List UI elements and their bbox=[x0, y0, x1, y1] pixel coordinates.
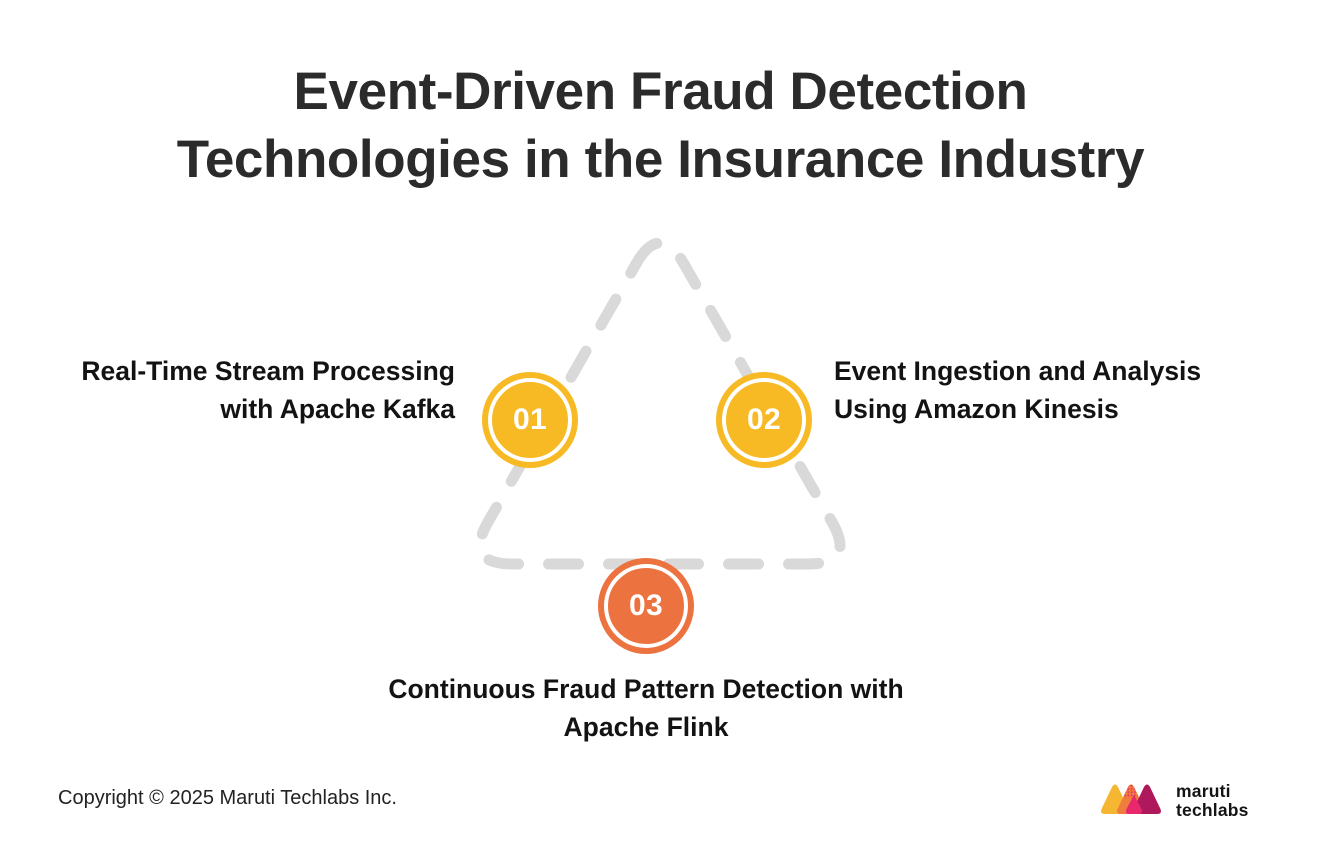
brand-logo: maruti techlabs bbox=[1098, 779, 1270, 823]
title-line-1: Event-Driven Fraud Detection bbox=[293, 62, 1028, 121]
title-line-2: Technologies in the Insurance Industry bbox=[176, 130, 1145, 189]
logo-word-line-2: techlabs bbox=[1176, 800, 1249, 820]
step-number-01: 01 bbox=[513, 403, 547, 436]
step-label-02: Event Ingestion and Analysis Using Amazo… bbox=[834, 356, 1202, 424]
step-number-03: 03 bbox=[629, 589, 663, 622]
node-inner-ring-icon bbox=[722, 378, 806, 462]
step-number-02: 02 bbox=[747, 403, 781, 436]
logo-wordmark: maruti techlabs bbox=[1176, 782, 1249, 820]
process-diagram: 01 02 03 Real-Time Stream Processing wit… bbox=[0, 210, 1321, 770]
page-title: Event-Driven Fraud Detection Technologie… bbox=[0, 58, 1321, 194]
step-node-01[interactable]: 01 bbox=[482, 372, 578, 468]
node-inner-ring-icon bbox=[488, 378, 572, 462]
copyright-text: Copyright © 2025 Maruti Techlabs Inc. bbox=[58, 787, 397, 809]
step-label-01: Real-Time Stream Processing with Apache … bbox=[81, 356, 455, 424]
step-node-03[interactable]: 03 bbox=[598, 558, 694, 654]
logo-word-line-1: maruti bbox=[1176, 781, 1231, 801]
node-inner-ring-icon bbox=[604, 564, 688, 648]
maruti-techlabs-mark-icon bbox=[1101, 784, 1161, 814]
step-node-02[interactable]: 02 bbox=[716, 372, 812, 468]
step-label-03: Continuous Fraud Pattern Detection with … bbox=[388, 674, 904, 742]
